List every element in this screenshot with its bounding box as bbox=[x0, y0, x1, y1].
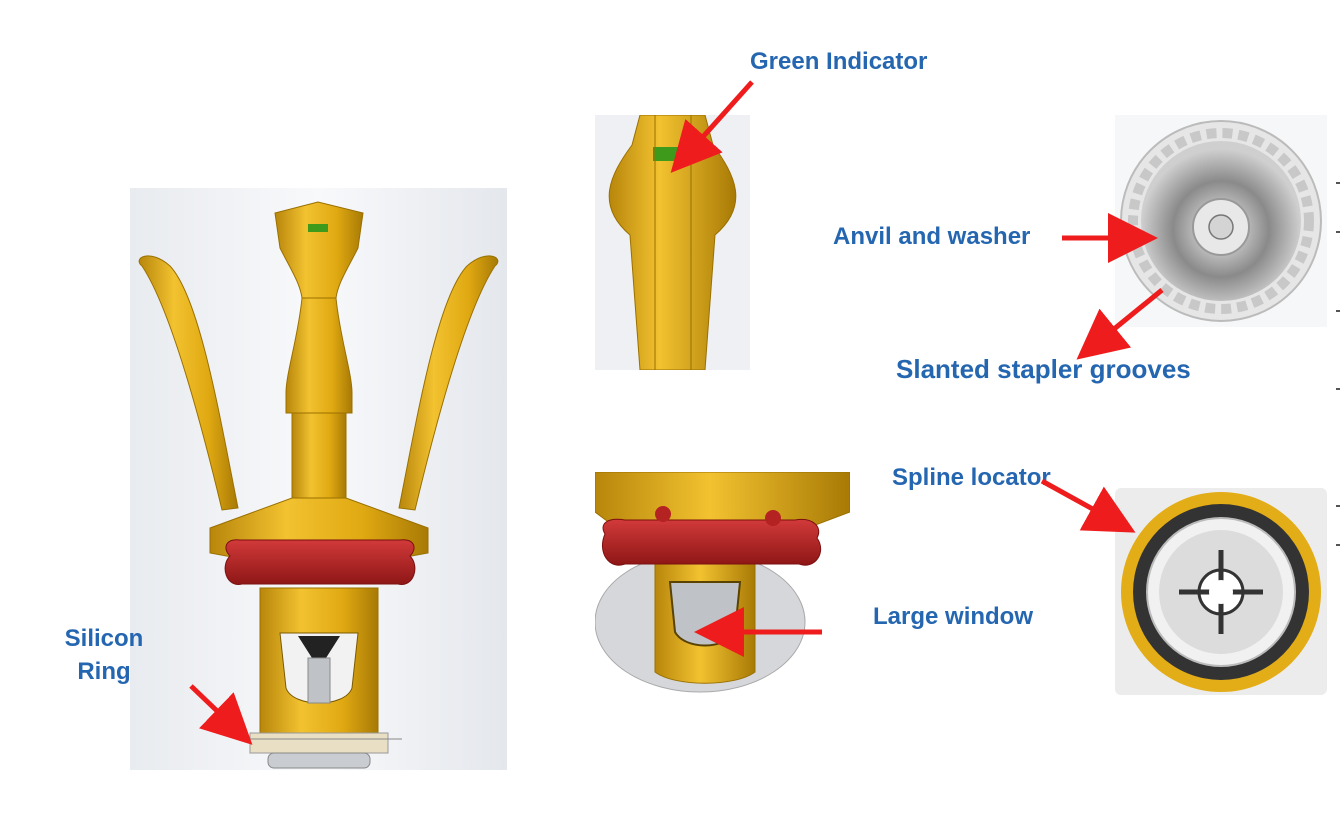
spline-locator-label: Spline locator bbox=[892, 464, 1051, 491]
anvil-illustration bbox=[1115, 115, 1327, 327]
green-indicator-panel bbox=[595, 115, 750, 370]
spline-locator-panel bbox=[1115, 488, 1327, 695]
silicon-ring-label: Silicon Ring bbox=[55, 622, 153, 688]
edge-mark bbox=[1336, 310, 1340, 312]
main-device-panel bbox=[130, 188, 507, 770]
large-window-label: Large window bbox=[873, 603, 1034, 630]
large-window-illustration bbox=[595, 472, 850, 694]
edge-mark bbox=[1336, 231, 1340, 233]
green-indicator-label: Green Indicator bbox=[750, 48, 928, 75]
device-illustration bbox=[130, 188, 507, 770]
red-arrow-icon bbox=[1040, 478, 1136, 533]
silicon-ring-label-line1: Silicon bbox=[64, 625, 144, 652]
anvil-and-washer-label: Anvil and washer bbox=[833, 223, 1031, 250]
spline-locator-illustration bbox=[1115, 488, 1327, 695]
silicon-ring-label-line2: Ring bbox=[77, 658, 131, 685]
anvil-panel bbox=[1115, 115, 1327, 327]
slanted-stapler-grooves-label: Slanted stapler grooves bbox=[896, 354, 1191, 384]
green-indicator-illustration bbox=[595, 115, 750, 370]
large-window-panel bbox=[595, 472, 850, 694]
edge-mark bbox=[1336, 182, 1340, 184]
edge-mark bbox=[1336, 505, 1340, 507]
edge-mark bbox=[1336, 388, 1340, 390]
edge-mark bbox=[1336, 544, 1340, 546]
